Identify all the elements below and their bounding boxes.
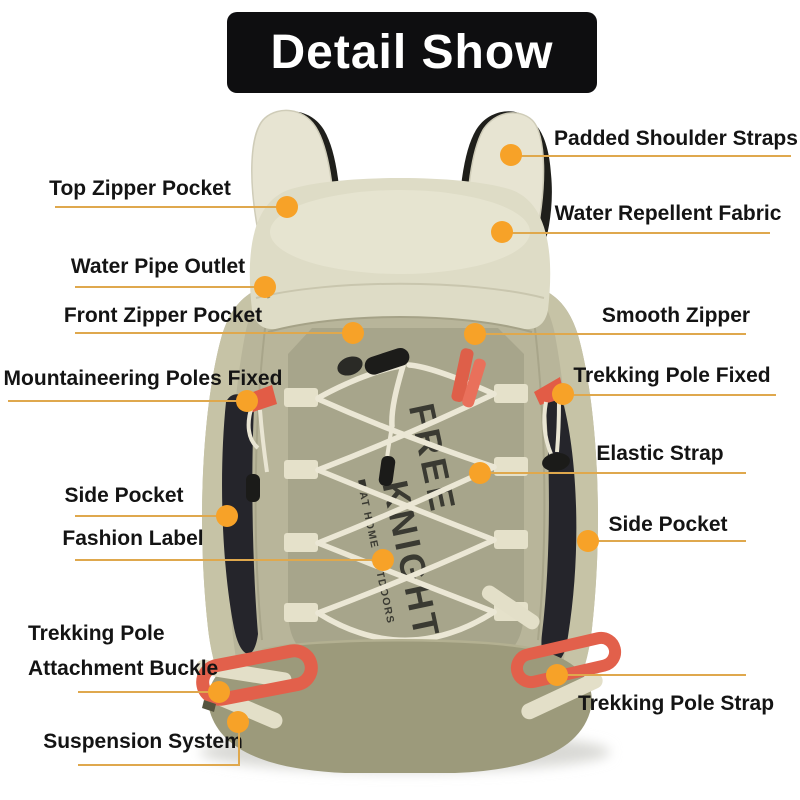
left-buckle-hardware — [202, 700, 216, 712]
callout-elastic-strap-line — [480, 472, 746, 474]
cord-toggle-hanging — [378, 455, 396, 487]
callout-front-zipper-pocket-dot — [342, 322, 364, 344]
callout-suspension-system-dot — [227, 711, 249, 733]
callout-trekking-pole-strap-line — [557, 674, 746, 676]
callout-front-zipper-pocket-label: Front Zipper Pocket — [63, 304, 263, 327]
callout-fashion-label-line — [75, 559, 383, 561]
callout-water-pipe-outlet-line — [75, 286, 265, 288]
callout-side-pocket-left-dot — [216, 505, 238, 527]
callout-elastic-strap-dot — [469, 462, 491, 484]
callout-trekking-pole-attachment-dot — [208, 681, 230, 703]
callout-top-zipper-pocket-dot — [276, 196, 298, 218]
left-side-pocket — [222, 394, 258, 654]
callout-trekking-pole-fixed-line — [563, 394, 776, 396]
callout-trekking-pole-fixed-dot — [552, 383, 574, 405]
left-buckle-toggle — [246, 474, 260, 502]
callout-trekking-pole-attachment-label: Trekking Pole Attachment Buckle — [28, 616, 218, 686]
right-buckle-toggle — [542, 452, 570, 472]
cord-toggle-top2 — [337, 356, 363, 376]
callout-trekking-pole-attachment-line2: Attachment Buckle — [28, 657, 219, 680]
callout-mountaineering-poles-label: Mountaineering Poles Fixed — [3, 367, 283, 390]
callout-smooth-zipper-line — [475, 333, 746, 335]
bottom-keeper-right-upper — [481, 585, 540, 630]
callout-trekking-pole-strap-label: Trekking Pole Strap — [577, 692, 775, 715]
red-loop-left — [196, 644, 318, 706]
bag-body-seam-right — [533, 319, 546, 641]
zipper-pulls-red — [451, 348, 486, 408]
callout-mountaineering-poles-line — [8, 400, 247, 402]
callout-water-repellent-fabric-line — [502, 232, 770, 234]
front-zipper-seam — [267, 316, 533, 333]
callout-side-pocket-left-line — [75, 515, 227, 517]
callout-elastic-strap-label: Elastic Strap — [596, 442, 724, 465]
callout-side-pocket-right-line — [588, 540, 746, 542]
callout-trekking-pole-attachment-line1: Trekking Pole — [28, 622, 165, 645]
callout-side-pocket-right-dot — [577, 530, 599, 552]
callout-padded-shoulder-straps-line — [511, 155, 791, 157]
callout-suspension-system-line — [78, 764, 240, 766]
cord-toggle-top — [364, 347, 410, 375]
callout-top-zipper-pocket-label: Top Zipper Pocket — [49, 177, 231, 200]
callout-water-repellent-fabric-label: Water Repellent Fabric — [554, 202, 782, 225]
bag-lid-seam — [255, 282, 545, 299]
callout-water-repellent-fabric-dot — [491, 221, 513, 243]
callout-water-pipe-outlet-dot — [254, 276, 276, 298]
callout-padded-shoulder-straps-dot — [500, 144, 522, 166]
red-loop-right — [510, 631, 622, 689]
callout-trekking-pole-strap-dot — [546, 664, 568, 686]
callout-side-pocket-left-label: Side Pocket — [64, 484, 184, 507]
bag-body-left-shade — [202, 283, 278, 722]
cord-hang — [385, 425, 394, 459]
bag-body-right-shade — [522, 283, 598, 722]
callout-smooth-zipper-dot — [464, 323, 486, 345]
callout-front-zipper-pocket-line — [75, 332, 353, 334]
callout-suspension-system-line-vertical — [238, 722, 240, 766]
callout-fashion-label-label: Fashion Label — [62, 527, 204, 550]
right-buckle-cord — [542, 401, 561, 455]
bag-lid-highlight — [270, 190, 530, 274]
callout-trekking-pole-attachment-line — [78, 691, 219, 693]
callout-smooth-zipper-label: Smooth Zipper — [601, 304, 751, 327]
callout-suspension-system-label: Suspension System — [43, 730, 243, 753]
callout-trekking-pole-fixed-label: Trekking Pole Fixed — [573, 364, 771, 387]
callout-top-zipper-pocket-line — [55, 206, 287, 208]
callout-fashion-label-dot — [372, 549, 394, 571]
page-title: Detail Show — [227, 12, 597, 93]
callout-padded-shoulder-straps-label: Padded Shoulder Straps — [554, 127, 798, 150]
bottom-keeper-right-lower — [521, 672, 603, 720]
callout-mountaineering-poles-dot — [236, 390, 258, 412]
callout-water-pipe-outlet-label: Water Pipe Outlet — [70, 255, 246, 278]
callout-side-pocket-right-label: Side Pocket — [608, 513, 728, 536]
